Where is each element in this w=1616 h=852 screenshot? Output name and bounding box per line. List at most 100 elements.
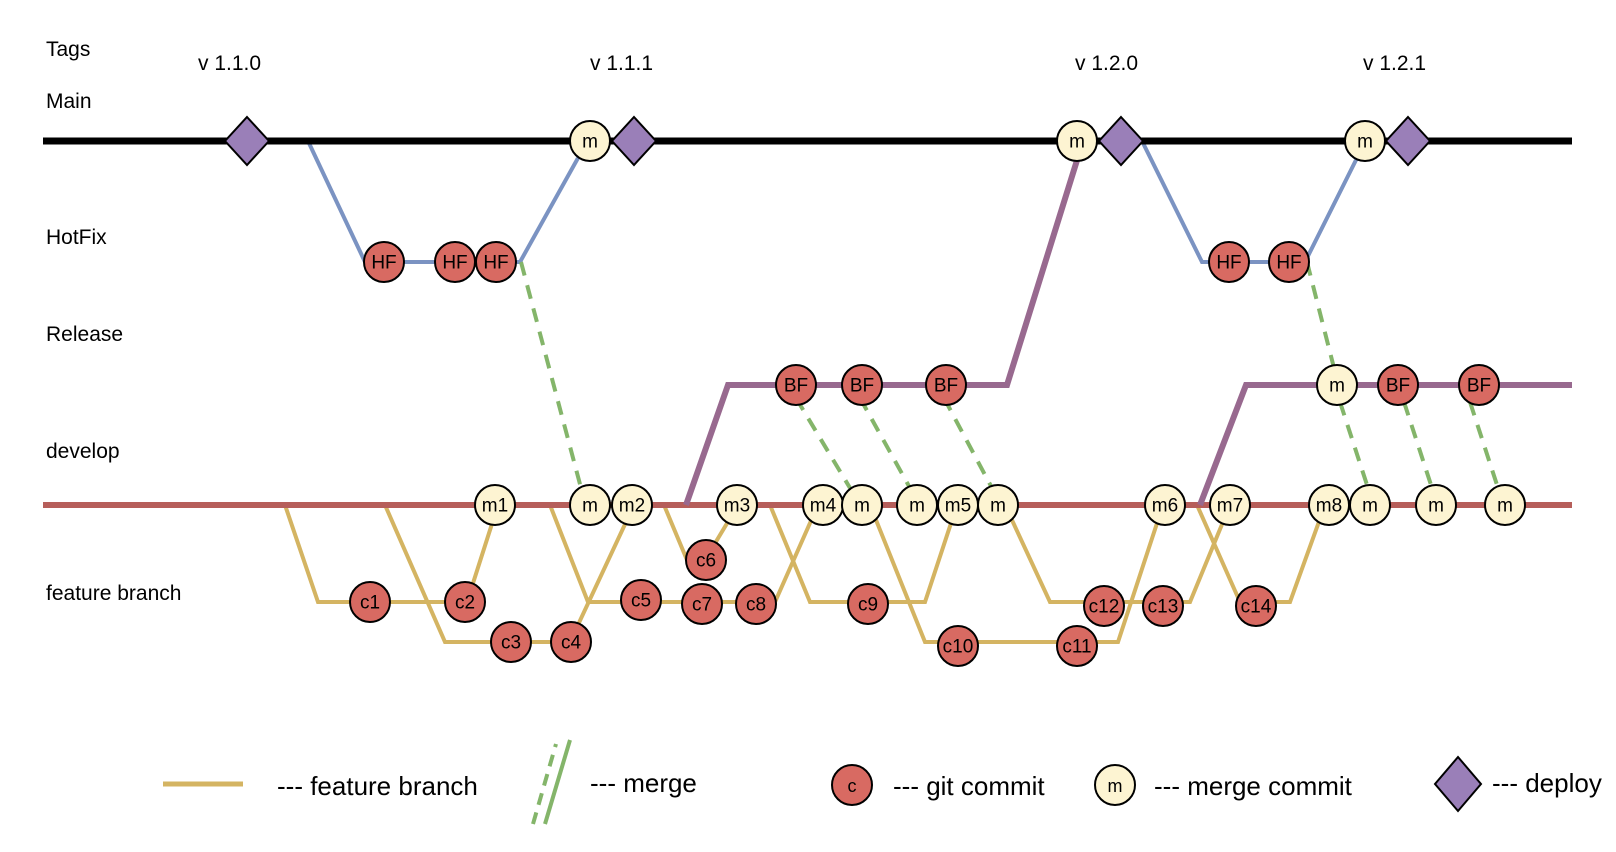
commit-label: c8 <box>746 595 766 616</box>
commit-circle <box>1268 241 1310 283</box>
legend-deploy-icon <box>1433 755 1483 813</box>
legend-commit-icon <box>831 764 873 806</box>
commit-label: m <box>990 496 1006 517</box>
hotfix-branch-line <box>306 140 580 264</box>
release-branch-line <box>683 140 1086 506</box>
commit-label: m7 <box>1217 496 1243 517</box>
merge-commit-circle <box>1349 484 1391 526</box>
legend-merge-commit-icon <box>1094 764 1136 806</box>
commit-circle <box>681 583 723 625</box>
commit-label: c4 <box>561 633 582 654</box>
commit-circle <box>1235 585 1277 627</box>
feature-commit: c1 <box>349 581 391 623</box>
commit-circle <box>444 581 486 623</box>
feature-branch-line <box>868 504 1165 644</box>
commit-label: c2 <box>455 593 475 614</box>
release-branch-lines <box>683 140 1572 507</box>
commit-circle <box>841 364 883 406</box>
merge-commit-circle <box>716 484 758 526</box>
commit-circle <box>1142 585 1184 627</box>
merge-dashed-line <box>519 261 583 489</box>
commit-circle <box>937 625 979 667</box>
merge-dashed-line <box>1468 401 1500 489</box>
commit-circle <box>1083 585 1125 627</box>
commit-label: BF <box>1467 376 1491 397</box>
hotfix-commit: HF <box>1208 241 1250 283</box>
develop-merge-commit: m <box>977 484 1019 526</box>
develop-merge-commit: m <box>896 484 938 526</box>
commit-label: m <box>1428 496 1444 517</box>
commit-label: HF <box>1276 253 1301 274</box>
commit-label: m <box>1069 132 1085 153</box>
develop-merge-commit: m5 <box>937 484 979 526</box>
merge-commit-circle <box>569 484 611 526</box>
commit-label: c1 <box>360 593 380 614</box>
merge-commit-circle <box>1484 484 1526 526</box>
feature-commit: c5 <box>620 579 662 621</box>
commit-label: BF <box>850 376 874 397</box>
tag-labels: v 1.1.0 v 1.1.1 v 1.2.0 v 1.2.1 <box>198 52 1426 75</box>
release-branch-line <box>1197 382 1572 507</box>
commit-label: c9 <box>858 595 878 616</box>
commit-label: HF <box>442 253 467 274</box>
tag-label: v 1.2.1 <box>1363 52 1426 75</box>
main-merge-commit: m <box>569 120 611 162</box>
commit-label: HF <box>1216 253 1241 274</box>
hotfix-commit: HF <box>475 241 517 283</box>
commit-circle <box>847 583 889 625</box>
feature-commit: c13 <box>1142 585 1184 627</box>
develop-merge-commit: m <box>1415 484 1457 526</box>
legend-commit-symbol: c <box>848 776 857 796</box>
commit-circle <box>775 364 817 406</box>
develop-merge-commit: m <box>1484 484 1526 526</box>
commit-circle <box>925 364 967 406</box>
merge-lines <box>519 261 1500 490</box>
commit-circle <box>1208 241 1250 283</box>
merge-commit-circle <box>474 484 516 526</box>
merge-commit-circle <box>1415 484 1457 526</box>
legend: --- feature branch --- merge c --- git c… <box>163 739 1602 825</box>
commit-circle <box>1458 364 1500 406</box>
release-commit: BF <box>775 364 817 406</box>
commit-label: c10 <box>943 637 974 658</box>
feature-commit: c10 <box>937 625 979 667</box>
commit-label: c12 <box>1089 597 1120 618</box>
feature-commit: c14 <box>1235 585 1277 627</box>
feature-commit: c12 <box>1083 585 1125 627</box>
commit-circle <box>735 583 777 625</box>
lane-label-tags: Tags <box>46 38 90 61</box>
merge-dashed-line <box>1305 261 1336 369</box>
develop-merge-commit: m <box>841 484 883 526</box>
commit-label: c6 <box>696 551 716 572</box>
commit-label: c13 <box>1148 597 1179 618</box>
commit-label: m4 <box>810 496 837 517</box>
tag-label: v 1.1.1 <box>590 52 653 75</box>
feature-commit: c3 <box>490 621 532 663</box>
commit-label: c5 <box>631 591 651 612</box>
release-commit: m <box>1316 364 1358 406</box>
commit-label: m <box>909 496 925 517</box>
merge-commit-circle <box>1144 484 1186 526</box>
commit-label: BF <box>934 376 958 397</box>
develop-merge-commit: m2 <box>611 484 653 526</box>
commit-label: m1 <box>482 496 508 517</box>
lane-labels: Tags Main HotFix Release develop feature… <box>46 38 181 605</box>
commit-label: m <box>582 132 598 153</box>
release-commit: BF <box>925 364 967 406</box>
merge-dashed-line <box>858 397 912 489</box>
develop-merge-commit: m6 <box>1144 484 1186 526</box>
merge-dashed-line <box>794 396 852 490</box>
deploy-diamond <box>610 115 658 167</box>
legend-merge-dashed-icon <box>531 743 558 825</box>
feature-commit: c6 <box>685 539 727 581</box>
commit-label: m3 <box>724 496 750 517</box>
commit-label: c14 <box>1241 597 1272 618</box>
commit-label: c7 <box>692 595 712 616</box>
legend-label-merge-commit: --- merge commit <box>1154 771 1353 801</box>
deploy-diamond <box>223 115 271 167</box>
hotfix-commit: HF <box>434 241 476 283</box>
develop-merge-commit: m7 <box>1209 484 1251 526</box>
merge-commit-circle <box>1316 364 1358 406</box>
merge-commit-circle <box>569 120 611 162</box>
